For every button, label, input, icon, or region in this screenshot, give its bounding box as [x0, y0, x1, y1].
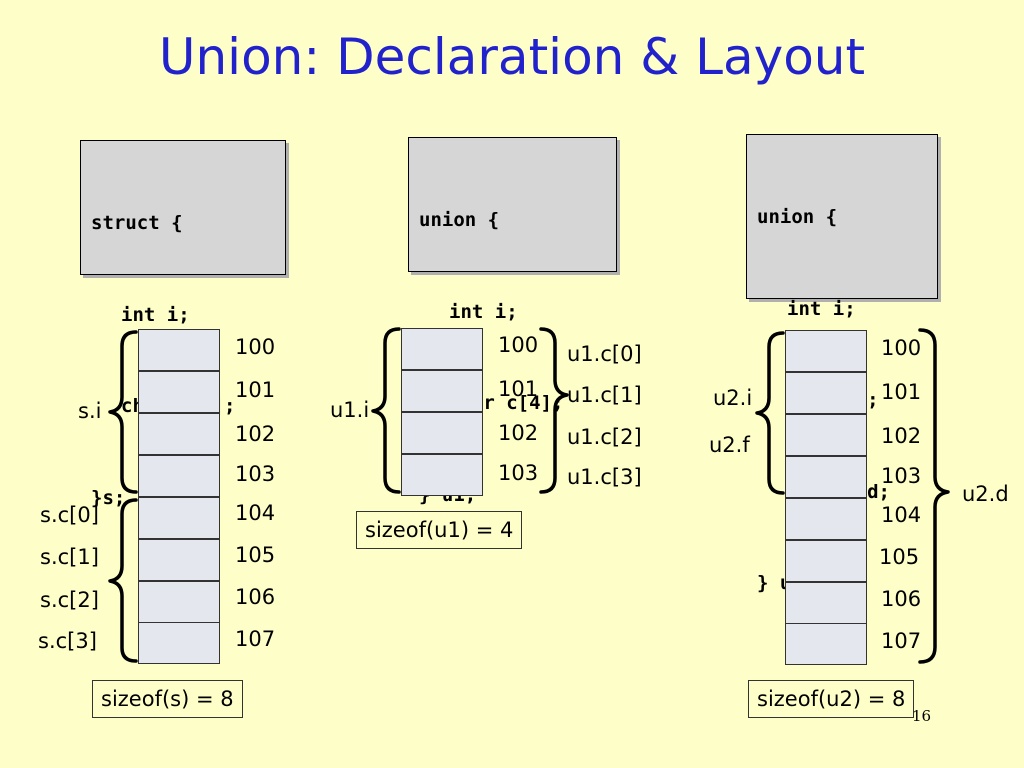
address-label: 100 — [881, 336, 922, 360]
memory-cell — [785, 498, 867, 540]
address-label: 100 — [498, 333, 539, 357]
slide-title: Union: Declaration & Layout — [158, 28, 866, 86]
field-label-s-c1: s.c[1] — [40, 545, 99, 569]
code-line: int i; — [787, 297, 856, 320]
size-label-union1: sizeof(u1) = 4 — [356, 511, 523, 549]
brace-s-i — [108, 330, 138, 494]
size-label-union2: sizeof(u2) = 8 — [748, 680, 915, 718]
field-label-s-c2: s.c[2] — [40, 588, 99, 612]
address-label: 105 — [879, 545, 920, 569]
memory-cell — [785, 372, 867, 414]
memory-cell — [401, 370, 483, 412]
address-label: 102 — [881, 424, 922, 448]
code-line: int i; — [449, 300, 518, 323]
code-line: }s; — [91, 486, 126, 509]
address-label: 101 — [235, 378, 276, 402]
address-label: 107 — [235, 627, 276, 651]
address-label: 107 — [881, 629, 922, 653]
code-line: struct { — [91, 212, 183, 234]
brace-s-c — [108, 498, 138, 663]
memory-cell — [138, 581, 220, 623]
memory-cell — [401, 454, 483, 496]
field-label-s-i: s.i — [78, 399, 102, 423]
field-label-u1-c2: u1.c[2] — [567, 425, 642, 449]
field-label-s-c0: s.c[0] — [40, 503, 99, 527]
address-label: 101 — [498, 377, 539, 401]
union1-code-box: union { int i; char c[4]; } u1; — [408, 137, 617, 506]
address-label: 101 — [881, 380, 922, 404]
field-label-u1-c3: u1.c[3] — [567, 465, 642, 489]
memory-cell — [138, 622, 220, 664]
memory-cell — [138, 539, 220, 581]
brace-u2-if — [755, 331, 785, 495]
memory-cell — [401, 412, 483, 454]
address-label: 106 — [881, 587, 922, 611]
size-label-struct: sizeof(s) = 8 — [92, 680, 243, 718]
address-label: 106 — [235, 585, 276, 609]
field-label-s-c3: s.c[3] — [38, 629, 97, 653]
memory-cell — [138, 497, 220, 539]
code-line: union { — [757, 206, 838, 228]
field-label-u2-i: u2.i — [713, 386, 753, 410]
memory-cell — [785, 414, 867, 456]
field-label-u1-i: u1.i — [330, 398, 370, 422]
page-number: 16 — [912, 707, 932, 725]
address-label: 105 — [235, 543, 276, 567]
address-label: 104 — [235, 501, 276, 525]
field-label-u1-c1: u1.c[1] — [567, 383, 642, 407]
address-label: 100 — [235, 335, 276, 359]
brace-u1-i — [371, 327, 401, 494]
memory-cell — [785, 456, 867, 498]
field-label-u2-d: u2.d — [962, 482, 1009, 506]
memory-cell — [138, 413, 220, 455]
memory-cell — [138, 455, 220, 497]
field-label-u2-f: u2.f — [709, 433, 750, 457]
address-label: 102 — [235, 422, 276, 446]
address-label: 102 — [498, 421, 539, 445]
code-line: int i; — [121, 303, 190, 326]
brace-u1-c — [539, 327, 569, 494]
field-label-u1-c0: u1.c[0] — [567, 342, 642, 366]
memory-cell — [785, 330, 867, 372]
memory-cell — [138, 371, 220, 413]
brace-u2-d — [918, 328, 950, 664]
address-label: 103 — [498, 461, 539, 485]
memory-cell — [785, 623, 867, 665]
address-label: 103 — [881, 464, 922, 488]
address-label: 103 — [235, 462, 276, 486]
code-line: union { — [419, 209, 500, 231]
memory-cell — [138, 329, 220, 371]
address-label: 104 — [881, 503, 922, 527]
memory-cell — [401, 328, 483, 370]
memory-cell — [785, 540, 867, 582]
